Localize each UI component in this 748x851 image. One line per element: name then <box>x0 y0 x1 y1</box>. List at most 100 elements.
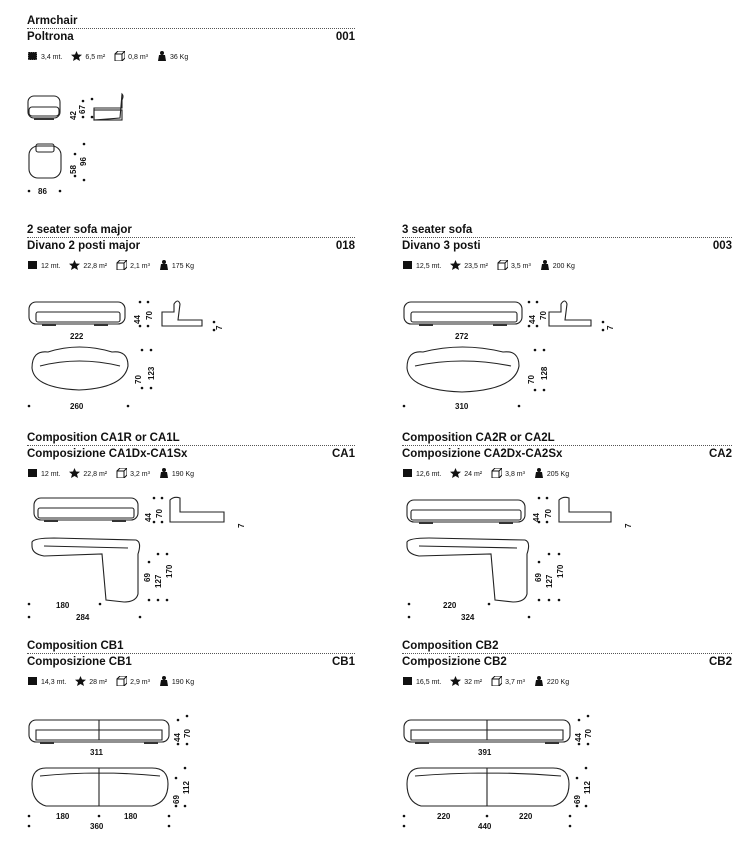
product-title-it: Divano 3 posti <box>402 240 481 252</box>
spec-row: 12 mt. 22,8 m² 3,2 m³ 190 Kg <box>27 467 355 482</box>
product-title-it-row: Poltrona 001 <box>27 28 355 45</box>
star-area-icon <box>75 676 87 690</box>
dim-w-total: 440 <box>478 822 492 831</box>
product-title-en: Armchair <box>27 15 78 27</box>
fabric-length-icon <box>27 260 38 274</box>
spec-row: 12 mt. 22,8 m² 2,1 m³ 175 Kg <box>27 259 355 274</box>
dim-h-back: 70 <box>544 509 553 518</box>
sofa-2-seater-drawings: 222 44 70 7 70 123 260 <box>27 300 224 411</box>
star-area-icon <box>450 260 462 274</box>
ca1-side-view <box>169 496 225 523</box>
fabric-length-icon <box>402 468 413 482</box>
weight-icon <box>159 260 169 274</box>
product-code: CB1 <box>331 656 355 668</box>
dim-w-part: 180 <box>56 601 70 610</box>
star-area-icon <box>450 468 462 482</box>
product-armchair: Armchair Poltrona 001 3,4 mt. 6,5 m² 0,8… <box>27 14 355 65</box>
cb2-top-view <box>406 767 570 807</box>
dim-w-front: 391 <box>478 748 492 757</box>
product-title-en: 3 seater sofa <box>402 224 473 236</box>
weight-icon <box>159 676 169 690</box>
fabric-length-icon <box>402 260 413 274</box>
cb1-front-view <box>28 719 170 744</box>
dim-h-seat: 44 <box>133 315 142 324</box>
dim-h-seat: 44 <box>532 513 541 522</box>
cb1-drawings: 311 44 70 69 112 180 180 360 <box>27 714 192 831</box>
weight-icon <box>157 51 167 65</box>
product-title-en: Composition CB1 <box>27 640 124 652</box>
dim-w-left: 220 <box>437 812 451 821</box>
dim-d-seat: 58 <box>69 165 78 174</box>
dim-d-total: 112 <box>583 781 592 794</box>
star-area-icon <box>71 51 83 65</box>
product-code: 003 <box>712 240 732 252</box>
armchair-drawings: 42 67 58 96 86 <box>27 92 124 196</box>
product-title-it-row: Composizione CB2 CB2 <box>402 653 732 670</box>
product-title-it-row: Divano 3 posti 003 <box>402 237 732 254</box>
spec-row: 12,6 mt. 24 m² 3,8 m³ 205 Kg <box>402 467 732 482</box>
dim-h-back: 67 <box>78 105 87 114</box>
dim-d-seat: 69 <box>143 573 152 582</box>
armchair-top-view <box>28 143 62 179</box>
dim-d-total: 128 <box>540 366 549 380</box>
dim-w-total: 86 <box>38 187 47 196</box>
product-title-it-row: Composizione CA1Dx-CA1Sx CA1 <box>27 445 355 462</box>
armchair-front-view <box>27 95 61 120</box>
product-composition-ca2: Composition CA2R or CA2L Composizione CA… <box>402 431 732 482</box>
dim-h-back: 70 <box>539 311 548 320</box>
product-title-it-row: Divano 2 posti major 018 <box>27 237 355 254</box>
dim-w-left: 180 <box>56 812 70 821</box>
cube-volume-icon <box>497 259 510 274</box>
dim-w-total: 284 <box>76 613 90 622</box>
dim-w-total: 310 <box>455 402 469 411</box>
product-title-it-row: Composizione CB1 CB1 <box>27 653 355 670</box>
weight-icon <box>534 468 544 482</box>
product-title-en: Composition CA2R or CA2L <box>402 432 555 444</box>
ca2-top-view <box>406 537 530 603</box>
spec-row: 3,4 mt. 6,5 m² 0,8 m³ 36 Kg <box>27 50 355 65</box>
sofa-top-view <box>31 346 129 391</box>
cube-volume-icon <box>491 467 504 482</box>
dim-h-back: 70 <box>183 729 192 738</box>
fabric-length-icon <box>27 51 38 65</box>
cb2-drawings: 391 44 70 69 112 220 220 440 <box>402 714 593 831</box>
sofa-side-view <box>161 300 203 327</box>
product-code: CA2 <box>708 448 732 460</box>
product-code: 001 <box>335 31 355 43</box>
dim-d-seat: 70 <box>527 375 536 384</box>
product-code: CB2 <box>708 656 732 668</box>
dim-w-part: 220 <box>443 601 457 610</box>
spec-row: 16,5 mt. 32 m² 3,7 m³ 220 Kg <box>402 675 732 690</box>
dim-h-side: 7 <box>606 325 615 330</box>
cb2-front-view <box>403 719 571 744</box>
dim-d-total: 96 <box>79 157 88 166</box>
cube-volume-icon <box>114 50 127 65</box>
product-title-it: Composizione CA1Dx-CA1Sx <box>27 448 188 460</box>
ca1-top-view <box>31 537 141 603</box>
ca2-drawings: 44 70 7 69 127 170 220 324 <box>406 496 633 622</box>
fabric-length-icon <box>27 468 38 482</box>
product-title-it: Composizione CB1 <box>27 656 132 668</box>
product-title-it: Divano 2 posti major <box>27 240 141 252</box>
product-composition-ca1: Composition CA1R or CA1L Composizione CA… <box>27 431 355 482</box>
cb1-top-view <box>31 767 169 807</box>
dim-w-total: 360 <box>90 822 104 831</box>
dim-w-right: 180 <box>124 812 138 821</box>
cube-volume-icon <box>491 675 504 690</box>
product-title-it: Composizione CB2 <box>402 656 507 668</box>
dim-w-front: 222 <box>70 332 84 341</box>
dim-d-total: 123 <box>147 366 156 380</box>
dim-h-seat: 42 <box>69 111 78 120</box>
sofa-front-view <box>28 301 126 326</box>
product-code: 018 <box>335 240 355 252</box>
weight-icon <box>159 468 169 482</box>
dim-d-mid: 127 <box>545 574 554 588</box>
cube-volume-icon <box>116 675 129 690</box>
dim-w-front: 272 <box>455 332 469 341</box>
spec-row: 12,5 mt. 23,5 m² 3,5 m³ 200 Kg <box>402 259 732 274</box>
product-title-it-row: Composizione CA2Dx-CA2Sx CA2 <box>402 445 732 462</box>
dim-w-total: 260 <box>70 402 84 411</box>
dim-h-side: 7 <box>624 523 633 528</box>
dim-h-side: 7 <box>237 523 246 528</box>
star-area-icon <box>69 468 81 482</box>
